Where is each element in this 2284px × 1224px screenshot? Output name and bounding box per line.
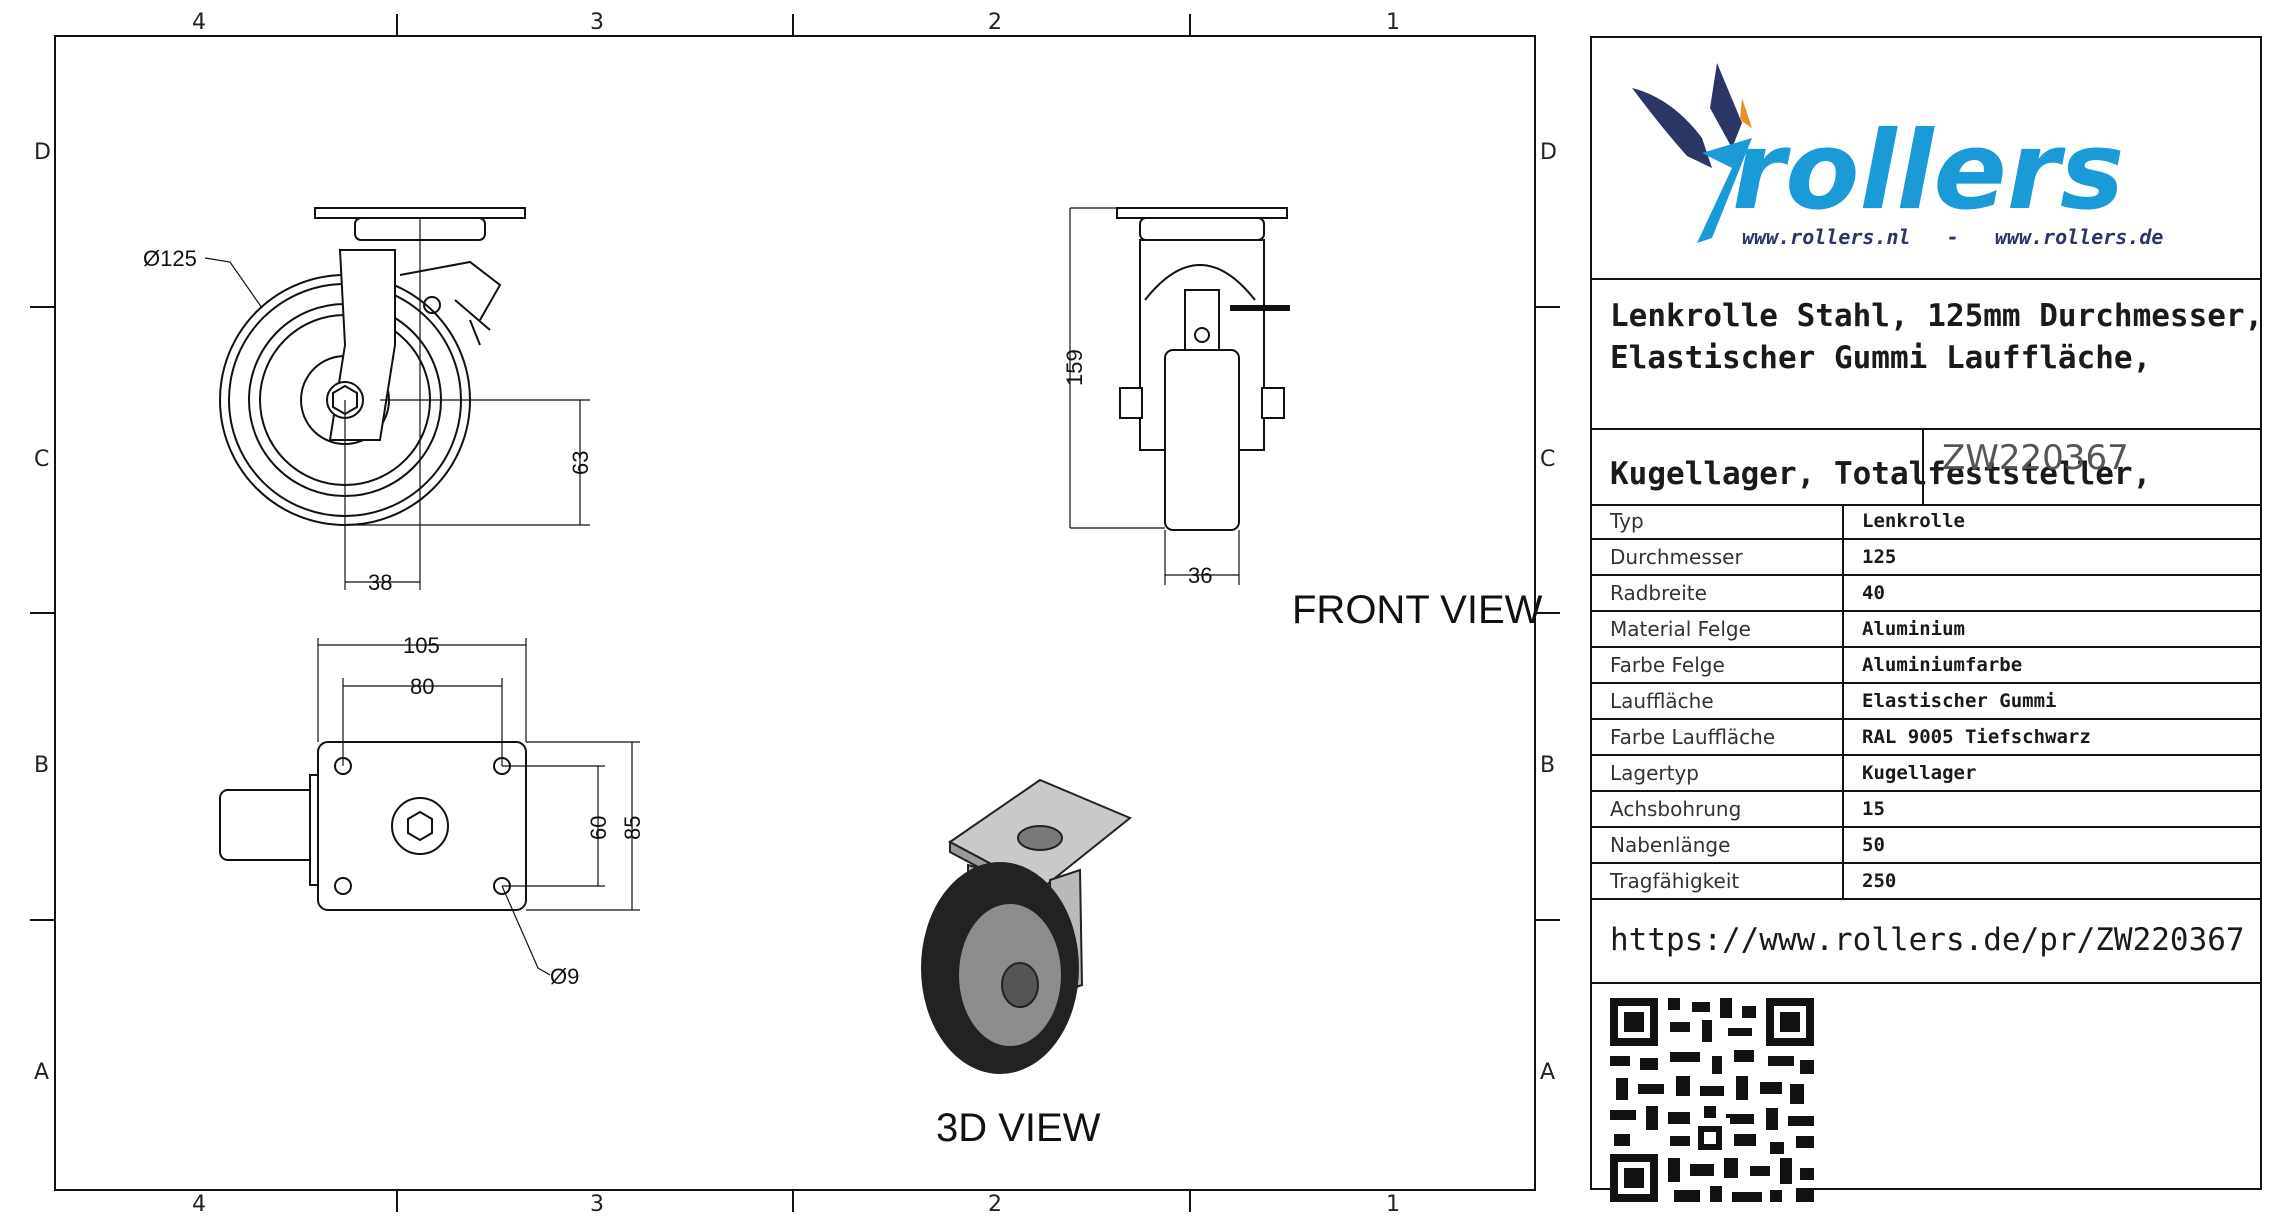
dim-plate-depth: 85 (620, 816, 645, 840)
zone-col-3-top: 3 (590, 10, 604, 35)
spec-value: Kugellager (1843, 755, 2260, 792)
spec-key: Typ (1592, 504, 1844, 540)
zone-row-c-left: C (34, 447, 50, 472)
description-line-2: Elastischer Gummi Lauffläche, (1610, 340, 2152, 376)
logo-area: rollers www.rollers.nl - www.rollers.de (1592, 38, 2260, 280)
description-divider (1592, 428, 2260, 430)
spec-key: Farbe Felge (1592, 647, 1844, 684)
logo-wordmark: rollers (1732, 109, 2124, 234)
bird-icon (1632, 63, 1752, 243)
rollers-logo: rollers www.rollers.nl - www.rollers.de (1632, 63, 2163, 249)
zone-col-3-bottom: 3 (590, 1192, 604, 1217)
zone-row-b-left: B (34, 753, 50, 778)
spec-value: 250 (1843, 863, 2260, 900)
dim-hole-diameter: Ø9 (550, 964, 579, 989)
zone-col-4-bottom: 4 (192, 1192, 206, 1217)
spec-value: Lenkrolle (1843, 504, 2260, 540)
iso-view (921, 778, 1132, 1074)
spec-value: 40 (1843, 575, 2260, 612)
spec-key: Tragfähigkeit (1592, 863, 1844, 900)
dim-total-height: 159 (1062, 349, 1087, 386)
dim-wheel-width: 36 (1188, 563, 1212, 588)
iso-view-label: 3D VIEW (936, 1106, 1101, 1150)
zone-row-c-right: C (1540, 447, 1556, 472)
description-line-3: Kugellager, Totalfeststeller, (1610, 456, 2152, 492)
spec-key: Farbe Lauffläche (1592, 719, 1844, 756)
description-block: Lenkrolle Stahl, 125mm Durchmesser, Elas… (1592, 278, 2264, 506)
spec-value: RAL 9005 Tiefschwarz (1843, 719, 2260, 756)
zone-col-1-top: 1 (1386, 10, 1400, 35)
dim-axle-height: 63 (568, 451, 593, 475)
spec-key: Radbreite (1592, 575, 1844, 612)
dim-plate-width: 105 (403, 633, 440, 658)
zone-col-2-top: 2 (988, 10, 1002, 35)
zone-row-a-right: A (1540, 1060, 1556, 1085)
spec-key: Durchmesser (1592, 539, 1844, 576)
side-view (204, 207, 590, 590)
product-id: ZW220367 (1942, 438, 2129, 478)
spec-value: 15 (1843, 791, 2260, 828)
zone-col-2-bottom: 2 (988, 1192, 1002, 1217)
drawing-sheet: Ø125 38 63 159 36 (30, 14, 1560, 1212)
zone-col-4-top: 4 (192, 10, 206, 35)
zone-ticks (30, 14, 1560, 1212)
product-id-divider (1922, 428, 1924, 504)
spec-value: Aluminium (1843, 611, 2260, 648)
zone-row-b-right: B (1540, 753, 1556, 778)
spec-value: Aluminiumfarbe (1843, 647, 2260, 684)
qr-code-icon[interactable] (1610, 998, 1814, 1202)
zone-row-d-right: D (1540, 140, 1557, 165)
spec-key: Achsbohrung (1592, 791, 1844, 828)
front-view-label: FRONT VIEW (1292, 588, 1543, 632)
description-line-1: Lenkrolle Stahl, 125mm Durchmesser, (1610, 298, 2264, 334)
front-view (1069, 207, 1290, 585)
product-url[interactable]: https://www.rollers.de/pr/ZW220367 (1610, 922, 2245, 958)
product-url-row: https://www.rollers.de/pr/ZW220367 (1592, 904, 2260, 984)
dim-wheel-offset: 38 (368, 570, 392, 595)
zone-row-d-left: D (34, 140, 51, 165)
top-view (219, 638, 640, 976)
spec-key: Lagertyp (1592, 755, 1844, 792)
spec-value: 50 (1843, 827, 2260, 864)
spec-key: Lauffläche (1592, 683, 1844, 720)
zone-col-1-bottom: 1 (1386, 1192, 1400, 1217)
spec-key: Nabenlänge (1592, 827, 1844, 864)
zone-row-a-left: A (34, 1060, 50, 1085)
spec-key: Material Felge (1592, 611, 1844, 648)
title-block: rollers www.rollers.nl - www.rollers.de … (1590, 36, 2264, 1202)
spec-value: 125 (1843, 539, 2260, 576)
dim-wheel-diameter: Ø125 (143, 246, 197, 271)
dim-hole-spacing-y: 60 (586, 816, 611, 840)
dim-hole-spacing-x: 80 (410, 674, 434, 699)
spec-value: Elastischer Gummi (1843, 683, 2260, 720)
logo-urls: www.rollers.nl - www.rollers.de (1742, 225, 2163, 249)
